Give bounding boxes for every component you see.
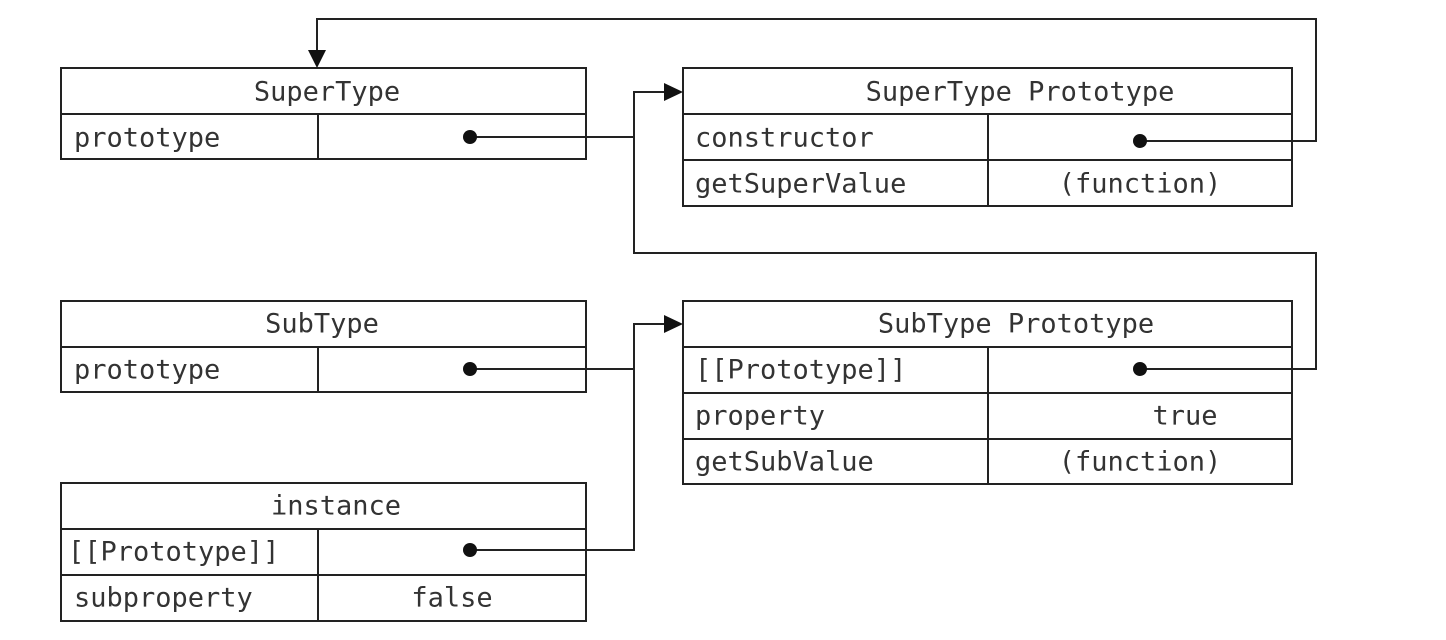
- supertype-box: SuperType prototype: [60, 67, 587, 160]
- pointer-dot-instance-prototype: [463, 543, 477, 557]
- pointer-dot-supertype-prototype: [463, 130, 477, 144]
- pointer-dot-constructor: [1133, 134, 1147, 148]
- subtype-prototype-key: prototype: [74, 355, 220, 386]
- supertype-title: SuperType: [254, 77, 400, 108]
- instance-subproperty-key: subproperty: [74, 583, 253, 614]
- subtype-title: SubType: [265, 309, 379, 340]
- arrowhead-constructor-supertype: [308, 50, 326, 68]
- supertype-prototype-title: SuperType Prototype: [866, 77, 1175, 108]
- arrowhead-supertype-prototype: [664, 83, 683, 101]
- connector-subtype-prototype: [470, 323, 664, 370]
- pointer-dot-subtype-prototype: [463, 362, 477, 376]
- subtype-prototype-property-key: property: [695, 401, 825, 432]
- instance-box: instance [[Prototype]] subproperty false: [60, 482, 587, 622]
- connector-supertype-prototype: [470, 91, 664, 138]
- supertype-prototype-getsupervalue-key: getSuperValue: [695, 169, 906, 200]
- supertype-prototype-getsupervalue-value: (function): [1059, 169, 1222, 200]
- instance-prototype-key: [[Prototype]]: [68, 537, 279, 568]
- instance-title: instance: [271, 491, 401, 522]
- supertype-prototype-constructor-key: constructor: [695, 123, 874, 154]
- subtype-box: SubType prototype: [60, 300, 587, 393]
- subtype-prototype-getsubvalue-key: getSubValue: [695, 447, 874, 478]
- supertype-prototype-box: SuperType Prototype constructor getSuper…: [682, 67, 1293, 207]
- instance-subproperty-value: false: [411, 583, 492, 614]
- connector-subtype-prototype-chain: [633, 137, 1317, 370]
- subtype-prototype-getsubvalue-value: (function): [1059, 447, 1222, 478]
- subtype-prototype-title: SubType Prototype: [878, 309, 1154, 340]
- subtype-prototype-property-value: true: [1152, 401, 1217, 432]
- connector-instance-prototype: [470, 369, 635, 551]
- subtype-prototype-prototype-key: [[Prototype]]: [695, 355, 906, 386]
- instance-box-frame: [60, 482, 587, 622]
- arrowhead-subtype-prototype: [664, 315, 683, 333]
- connector-constructor-supertype: [316, 18, 1317, 142]
- subtype-prototype-box: SubType Prototype [[Prototype]] property…: [682, 300, 1293, 485]
- supertype-prototype-key: prototype: [74, 123, 220, 154]
- pointer-dot-subtype-prototype-chain: [1133, 362, 1147, 376]
